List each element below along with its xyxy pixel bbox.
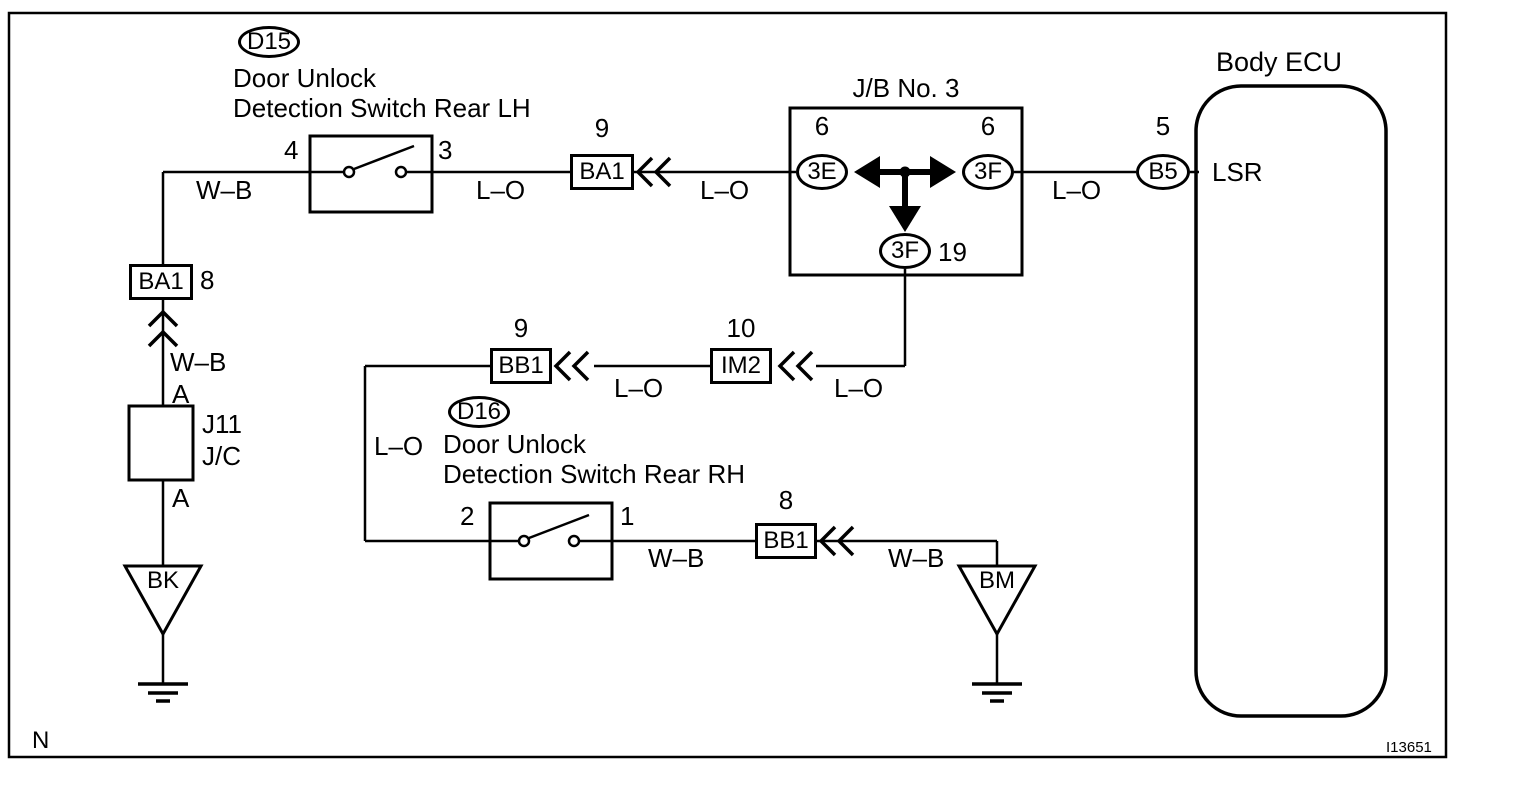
connector-bb1-mid: BB1 xyxy=(490,348,552,384)
connector-ba1-left-pin: 8 xyxy=(200,265,215,295)
ground-label-bk: BK xyxy=(146,567,180,594)
junction-connector-pin-bottom: A xyxy=(172,483,190,513)
jb-right-pin: 6 xyxy=(980,111,996,141)
body-ecu-box xyxy=(1194,84,1388,718)
wire-color-lo-2: L–O xyxy=(700,175,750,205)
junction-block-title: J/B No. 3 xyxy=(852,73,960,103)
connector-ba1-left: BA1 xyxy=(129,264,193,300)
junction-connector-box xyxy=(127,404,195,482)
connector-im2: IM2 xyxy=(710,348,772,384)
junction-connector-type: J/C xyxy=(202,441,241,471)
component-ref-d16: D16 xyxy=(448,396,510,428)
wire-color-wb-3: W–B xyxy=(648,543,705,573)
jb-left-pin: 6 xyxy=(814,111,830,141)
wires xyxy=(161,170,1199,684)
connector-bb1-right: BB1 xyxy=(755,523,817,559)
diagram-border xyxy=(7,11,1448,759)
switch-lh-name-line2: Detection Switch Rear LH xyxy=(233,93,531,123)
switch-lh-box xyxy=(308,134,434,214)
wire-color-lo-4: L–O xyxy=(614,373,664,403)
body-ecu-title: Body ECU xyxy=(1216,47,1343,77)
connector-arrow-icons xyxy=(147,156,855,557)
switch-rh-contacts-icon xyxy=(490,513,612,548)
switch-lh-name-line1: Door Unlock xyxy=(233,63,377,93)
switch-lh-pin-right: 3 xyxy=(438,135,453,165)
switch-rh-pin-right: 1 xyxy=(620,501,635,531)
switch-lh-pin-left: 4 xyxy=(284,135,299,165)
junction-block-arrows-icon xyxy=(854,156,956,232)
switch-rh-pin-left: 2 xyxy=(460,501,475,531)
junction-connector-pin-top: A xyxy=(172,379,190,409)
body-ecu-terminal-lsr: LSR xyxy=(1212,157,1263,187)
wire-color-wb-4: W–B xyxy=(888,543,945,573)
switch-rh-name-line1: Door Unlock xyxy=(443,429,587,459)
diagram-note: N xyxy=(32,727,50,754)
jb-connector-3f-bottom: 3F xyxy=(879,233,931,269)
jb-connector-3f-right: 3F xyxy=(962,154,1014,190)
connector-ba1-top-pin: 9 xyxy=(594,113,610,143)
wire-color-wb-1: W–B xyxy=(196,175,253,205)
connector-bb1-right-pin: 8 xyxy=(778,485,794,515)
ground-symbols xyxy=(138,682,1022,703)
jb-bottom-pin: 19 xyxy=(938,237,967,267)
junction-connector-name: J11 xyxy=(202,409,242,439)
wire-color-lo-6: L–O xyxy=(374,431,424,461)
wire-color-lo-1: L–O xyxy=(476,175,526,205)
switch-lh-contacts-icon xyxy=(310,144,432,179)
connector-bb1-mid-pin: 9 xyxy=(513,313,529,343)
switch-rh-name-line2: Detection Switch Rear RH xyxy=(443,459,745,489)
wire-color-lo-3: L–O xyxy=(1052,175,1102,205)
ground-label-bm: BM xyxy=(979,567,1015,594)
jb-connector-3e: 3E xyxy=(796,154,848,190)
component-ref-d15: D15 xyxy=(238,26,300,58)
body-ecu-connector-pin: 5 xyxy=(1155,111,1171,141)
figure-id: I13651 xyxy=(1386,739,1432,756)
wire-color-lo-5: L–O xyxy=(834,373,884,403)
connector-im2-pin: 10 xyxy=(726,313,756,343)
connector-ba1-top: BA1 xyxy=(570,154,634,190)
wire-color-wb-2: W–B xyxy=(170,347,227,377)
body-ecu-connector-b5: B5 xyxy=(1136,154,1190,190)
